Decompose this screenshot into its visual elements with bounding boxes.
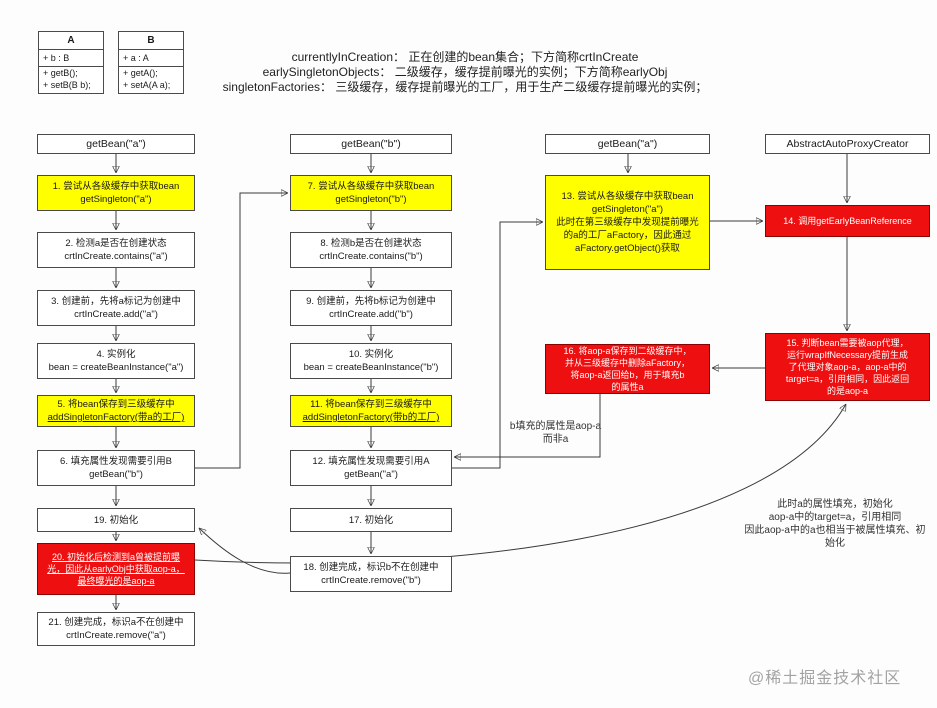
text-line: 13. 尝试从各级缓存中获取bean xyxy=(561,191,694,202)
text-line: 5. 将bean保存到三级缓存中 xyxy=(57,399,175,410)
text-line: getBean("b") xyxy=(89,469,143,480)
flow-box-20: 20. 初始化后检测到a曾被提前曝 光，因此从earlyObj中获取aop-a，… xyxy=(37,543,195,595)
text-line: crtInCreate.add("a") xyxy=(74,309,158,320)
flow-box-21: 21. 创建完成，标识a不在创建中 crtInCreate.remove("a"… xyxy=(37,612,195,646)
text-line: 将aop-a返回给b，用于填充b xyxy=(570,370,685,380)
text-line: 14. 调用getEarlyBeanReference xyxy=(783,216,912,226)
text-line: AbstractAutoProxyCreator xyxy=(786,137,909,150)
text-line: aFactory.getObject()获取 xyxy=(575,243,680,254)
column-header-getbean-b: getBean("b") xyxy=(290,134,452,154)
text-line: addSingletonFactory(带a的工厂) xyxy=(47,412,185,423)
text-line: getBean("a") xyxy=(597,137,658,150)
flow-box-1: 1. 尝试从各级缓存中获取bean getSingleton("a") xyxy=(37,175,195,211)
text-line: 运行wrapIfNecessary提前生成 xyxy=(786,350,909,360)
text-line: 的属性a xyxy=(611,382,644,392)
flow-box-4: 4. 实例化 bean = createBeanInstance("a") xyxy=(37,343,195,379)
text-line: bean = createBeanInstance("b") xyxy=(303,362,439,373)
text-line: 此时a的属性填充，初始化 xyxy=(777,499,893,510)
text-line: 10. 实例化 xyxy=(348,349,394,360)
flow-box-2: 2. 检测a是否在创建状态 crtInCreate.contains("a") xyxy=(37,232,195,268)
class-field: + a : A xyxy=(119,50,183,67)
text-line: 17. 初始化 xyxy=(348,514,394,526)
flow-box-17: 17. 初始化 xyxy=(290,508,452,532)
text-line: 4. 实例化 xyxy=(96,349,136,360)
flow-box-16: 16. 将aop-a保存到二级缓存中， 并从三级缓存中删除aFactory， 将… xyxy=(545,344,710,394)
text-line: getBean("b") xyxy=(341,137,401,150)
flow-box-18: 18. 创建完成，标识b不在创建中 crtInCreate.remove("b"… xyxy=(290,556,452,592)
text-line: getSingleton("a") xyxy=(80,194,152,205)
text-line: 因此aop-a中的a也相当于被属性填充、初始化 xyxy=(744,525,926,549)
text-line: getSingleton("b") xyxy=(335,194,407,205)
text-line: crtInCreate.add("b") xyxy=(329,309,413,320)
text-line: 6. 填充属性发现需要引用B xyxy=(60,456,172,467)
class-method: + setB(B b); xyxy=(43,80,91,90)
class-name: B xyxy=(119,32,183,50)
text-line: 7. 尝试从各级缓存中获取bean xyxy=(307,181,435,192)
text-line: 1. 尝试从各级缓存中获取bean xyxy=(52,181,180,192)
text-line: crtInCreate.remove("b") xyxy=(321,575,421,586)
text-line: 的a的工厂aFactory，因此通过 xyxy=(563,230,692,241)
text-line: 2. 检测a是否在创建状态 xyxy=(65,238,167,249)
flow-box-14: 14. 调用getEarlyBeanReference xyxy=(765,205,930,237)
text-line: 3. 创建前，先将a标记为创建中 xyxy=(51,296,181,307)
text-line: 9. 创建前，先将b标记为创建中 xyxy=(306,296,436,307)
text-line: 光，因此从earlyObj中获取aop-a， xyxy=(47,564,185,574)
legend-line: singletonFactories： 三级缓存，缓存提前曝光的工厂，用于生产二… xyxy=(222,80,708,94)
flow-box-19: 19. 初始化 xyxy=(37,508,195,532)
text-line: 15. 判断bean需要被aop代理， xyxy=(786,338,909,348)
text-line: aop-a中的target=a，引用相同 xyxy=(768,512,902,523)
flow-box-15: 15. 判断bean需要被aop代理， 运行wrapIfNecessary提前生… xyxy=(765,333,930,401)
flow-box-7: 7. 尝试从各级缓存中获取bean getSingleton("b") xyxy=(290,175,452,211)
cache-legend: currentlyInCreation： 正在创建的bean集合；下方简称crt… xyxy=(200,50,730,95)
uml-class-a: A + b : B + getB(); + setB(B b); xyxy=(38,31,104,94)
text-line: getBean("a") xyxy=(86,137,146,150)
flow-box-6: 6. 填充属性发现需要引用B getBean("b") xyxy=(37,450,195,486)
flow-box-11: 11. 将bean保存到三级缓存中 addSingletonFactory(带b… xyxy=(290,395,452,427)
text-line: 19. 初始化 xyxy=(93,514,139,526)
legend-line: earlySingletonObjects： 二级缓存，缓存提前曝光的实例；下方… xyxy=(262,65,668,79)
text-line: 8. 检测b是否在创建状态 xyxy=(320,238,422,249)
text-line: 最终曝光的是aop-a xyxy=(77,576,155,586)
class-method: + getB(); xyxy=(43,68,78,78)
column-header-getbean-a2: getBean("a") xyxy=(545,134,710,154)
flow-box-10: 10. 实例化 bean = createBeanInstance("b") xyxy=(290,343,452,379)
text-line: 此时在第三级缓存中发现提前曝光 xyxy=(556,217,699,228)
flow-box-3: 3. 创建前，先将a标记为创建中 crtInCreate.add("a") xyxy=(37,290,195,326)
text-line: getSingleton("a") xyxy=(591,204,664,215)
flow-box-12: 12. 填充属性发现需要引用A getBean("a") xyxy=(290,450,452,486)
text-line: 21. 创建完成，标识a不在创建中 xyxy=(48,617,184,628)
text-line: crtInCreate.remove("a") xyxy=(66,630,166,641)
text-line: addSingletonFactory(带b的工厂) xyxy=(302,412,440,423)
text-line: bean = createBeanInstance("a") xyxy=(48,362,184,373)
text-line: 18. 创建完成，标识b不在创建中 xyxy=(303,562,439,573)
class-method: + setA(A a); xyxy=(123,80,171,90)
note-aop-target: 此时a的属性填充，初始化 aop-a中的target=a，引用相同 因此aop-… xyxy=(740,498,930,550)
text-line: 了代理对象aop-a，aop-a中的 xyxy=(788,362,907,372)
juejin-watermark: @稀土掘金技术社区 xyxy=(748,670,902,687)
flow-box-9: 9. 创建前，先将b标记为创建中 crtInCreate.add("b") xyxy=(290,290,452,326)
text-line: getBean("a") xyxy=(344,469,398,480)
text-line: crtInCreate.contains("a") xyxy=(64,251,168,262)
flow-box-8: 8. 检测b是否在创建状态 crtInCreate.contains("b") xyxy=(290,232,452,268)
text-line: 11. 将bean保存到三级缓存中 xyxy=(310,399,432,410)
note-aop-property: b填充的属性是aop-a 而非a xyxy=(498,420,613,446)
text-line: crtInCreate.contains("b") xyxy=(319,251,423,262)
text-line: target=a，引用相同，因此返回 xyxy=(785,374,910,384)
text-line: 而非a xyxy=(542,434,569,445)
text-line: 并从三级缓存中删除aFactory， xyxy=(564,358,690,368)
text-line: b填充的属性是aop-a xyxy=(509,421,602,432)
class-name: A xyxy=(39,32,103,50)
class-method: + getA(); xyxy=(123,68,158,78)
uml-class-b: B + a : A + getA(); + setA(A a); xyxy=(118,31,184,94)
column-header-autoproxycreator: AbstractAutoProxyCreator xyxy=(765,134,930,154)
text-line: 的是aop-a xyxy=(826,386,869,396)
text-line: 16. 将aop-a保存到二级缓存中， xyxy=(563,346,692,356)
flow-box-5: 5. 将bean保存到三级缓存中 addSingletonFactory(带a的… xyxy=(37,395,195,427)
class-field: + b : B xyxy=(39,50,103,67)
text-line: 12. 填充属性发现需要引用A xyxy=(312,456,430,467)
column-header-getbean-a1: getBean("a") xyxy=(37,134,195,154)
legend-line: currentlyInCreation： 正在创建的bean集合；下方简称crt… xyxy=(291,50,639,64)
text-line: 20. 初始化后检测到a曾被提前曝 xyxy=(51,552,181,562)
flow-box-13: 13. 尝试从各级缓存中获取bean getSingleton("a") 此时在… xyxy=(545,175,710,270)
